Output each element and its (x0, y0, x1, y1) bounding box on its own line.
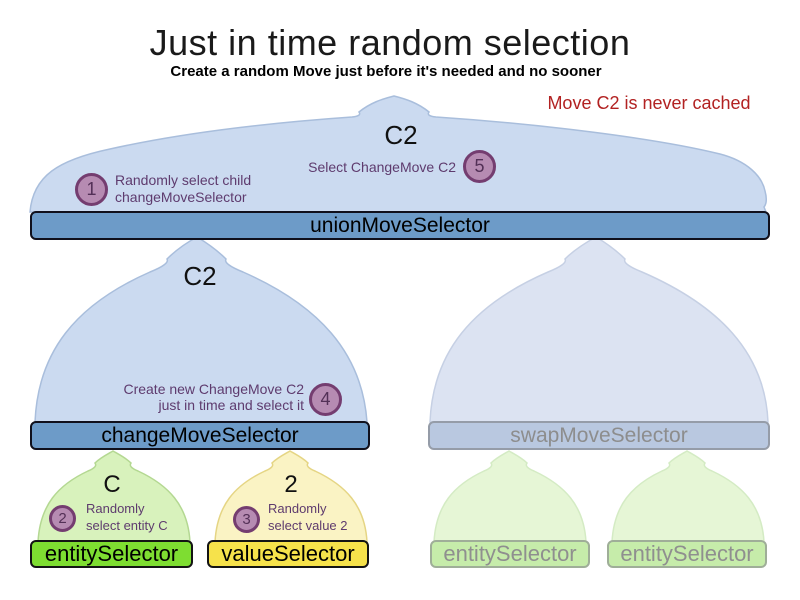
page-subtitle: Create a random Move just before it's ne… (170, 63, 602, 80)
value-selector-label: valueSelector (221, 541, 355, 566)
step-5-badge: 5 (463, 150, 496, 183)
change-move-label: C2 (183, 261, 217, 291)
step-2-text-line1: Randomly (86, 501, 145, 516)
step-2-badge: 2 (49, 505, 76, 532)
step-4-text: Create new ChangeMove C2 just in time an… (118, 381, 304, 413)
step-4-text-line1: Create new ChangeMove C2 (123, 381, 304, 397)
step-2-text: Randomly select entity C (86, 500, 168, 534)
faded-entity-selector-label-2: entitySelector (620, 541, 754, 566)
union-move-selector-bar: unionMoveSelector (30, 211, 770, 240)
entity-selector-bar: entitySelector (30, 540, 193, 568)
step-2-text-line2: select entity C (86, 518, 168, 533)
union-move-label: C2 (384, 120, 418, 150)
swap-funnel-shape (429, 236, 769, 423)
union-funnel-shape (29, 95, 768, 213)
union-move-selector-label: unionMoveSelector (310, 213, 490, 237)
faded-entity-selector-label-1: entitySelector (443, 541, 577, 566)
entity-funnel-shape (37, 450, 191, 543)
change-move-selector-bar: changeMoveSelector (30, 421, 370, 450)
value-move-label: 2 (284, 471, 298, 498)
step-5-text: Select ChangeMove C2 (308, 159, 456, 175)
swap-move-selector-label: swapMoveSelector (510, 423, 688, 447)
entity-move-label: C (103, 471, 121, 498)
faded-entity-funnel-shape-1 (433, 450, 587, 543)
entity-selector-label: entitySelector (44, 541, 179, 566)
faded-entity-selector-bar-2: entitySelector (607, 540, 767, 568)
value-selector-bar: valueSelector (207, 540, 369, 568)
step-3-badge: 3 (233, 506, 260, 533)
faded-entity-funnel-shape-2 (611, 450, 765, 543)
step-4-badge: 4 (309, 383, 342, 416)
step-1-text: Randomly select child changeMoveSelector (115, 172, 251, 206)
step-3-text-line2: select value 2 (268, 518, 348, 533)
step-1-badge: 1 (75, 173, 108, 206)
swap-move-selector-bar: swapMoveSelector (428, 421, 770, 450)
step-3-text-line1: Randomly (268, 501, 327, 516)
step-1-text-line2: changeMoveSelector (115, 189, 247, 205)
step-3-text: Randomly select value 2 (268, 500, 348, 534)
page-title: Just in time random selection (149, 22, 631, 63)
step-1-text-line1: Randomly select child (115, 172, 252, 188)
faded-entity-selector-bar-1: entitySelector (430, 540, 590, 568)
never-cached-note: Move C2 is never cached (547, 93, 751, 113)
change-move-selector-label: changeMoveSelector (101, 423, 299, 447)
step-4-text-line2: just in time and select it (158, 397, 304, 413)
